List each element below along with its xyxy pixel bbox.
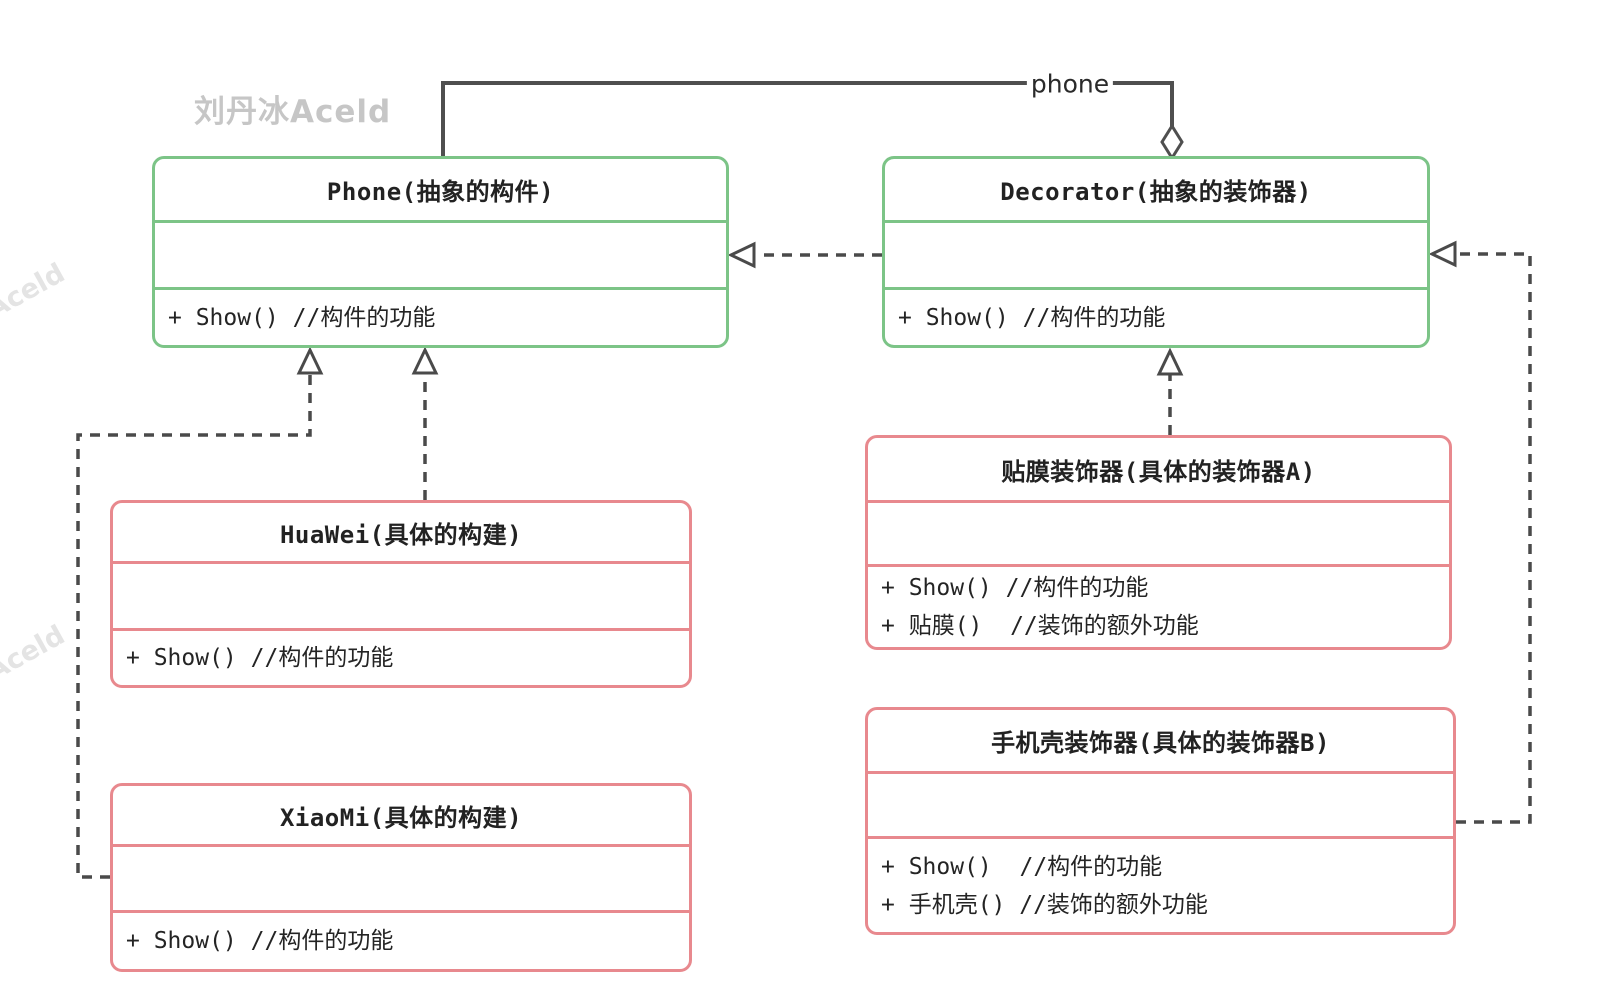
- class-box-phone: Phone(抽象的构件) + Show() //构件的功能: [152, 156, 729, 348]
- arrowhead-decorator-phone: [727, 241, 756, 269]
- method-line: + Show() //构件的功能: [898, 304, 1166, 331]
- arrowhead-case-decorator: [1428, 240, 1457, 268]
- class-title-xiaomi: XiaoMi(具体的构建): [279, 803, 523, 832]
- method-line: + Show() //构件的功能: [881, 853, 1163, 880]
- aggregation-diamond: [1160, 123, 1184, 161]
- aggregation-label-phone: phone: [1026, 69, 1114, 99]
- class-title-case-decorator: 手机壳装饰器(具体的装饰器B): [991, 729, 1330, 757]
- method-line: + Show() //构件的功能: [126, 645, 394, 671]
- class-box-decorator: Decorator(抽象的装饰器) + Show() //构件的功能: [882, 156, 1430, 348]
- method-line: + 手机壳() //装饰的额外功能: [881, 891, 1208, 918]
- class-fields-film-decorator: [868, 500, 1449, 564]
- class-fields-decorator: [885, 220, 1427, 287]
- class-methods-xiaomi: + Show() //构件的功能: [113, 910, 689, 969]
- class-box-huawei: HuaWei(具体的构建) + Show() //构件的功能: [110, 500, 692, 688]
- class-box-xiaomi: XiaoMi(具体的构建) + Show() //构件的功能: [110, 783, 692, 972]
- arrowhead-xiaomi-phone: [296, 346, 324, 375]
- realization-case-decorator: [1456, 252, 1532, 824]
- class-methods-film-decorator: + Show() //构件的功能 + 贴膜() //装饰的额外功能: [868, 564, 1449, 647]
- class-fields-phone: [155, 220, 726, 287]
- class-fields-huawei: [113, 561, 689, 628]
- class-methods-phone: + Show() //构件的功能: [155, 287, 726, 345]
- class-fields-case-decorator: [868, 771, 1453, 836]
- method-line: + 贴膜() //装饰的额外功能: [881, 613, 1199, 639]
- watermark-left-upper: Aceld: [0, 257, 71, 326]
- class-methods-huawei: + Show() //构件的功能: [113, 628, 689, 685]
- arrowhead-huawei-phone: [411, 346, 439, 375]
- class-box-film-decorator: 贴膜装饰器(具体的装饰器A) + Show() //构件的功能 + 贴膜() /…: [865, 435, 1452, 650]
- class-methods-decorator: + Show() //构件的功能: [885, 287, 1427, 345]
- class-title-huawei: HuaWei(具体的构建): [279, 520, 523, 549]
- arrowhead-film-decorator: [1156, 347, 1184, 376]
- class-title-decorator: Decorator(抽象的装饰器): [1000, 178, 1312, 206]
- watermark-left-lower: Aceld: [0, 619, 71, 688]
- class-box-case-decorator: 手机壳装饰器(具体的装饰器B) + Show() //构件的功能 + 手机壳()…: [865, 707, 1456, 935]
- class-title-phone: Phone(抽象的构件): [326, 178, 555, 206]
- class-title-film-decorator: 贴膜装饰器(具体的装饰器A): [1001, 457, 1316, 486]
- method-line: + Show() //构件的功能: [881, 575, 1149, 601]
- watermark-author: 刘丹冰Aceld: [194, 94, 392, 130]
- class-methods-case-decorator: + Show() //构件的功能 + 手机壳() //装饰的额外功能: [868, 836, 1453, 932]
- class-fields-xiaomi: [113, 844, 689, 910]
- method-line: + Show() //构件的功能: [168, 304, 436, 331]
- method-line: + Show() //构件的功能: [126, 928, 394, 954]
